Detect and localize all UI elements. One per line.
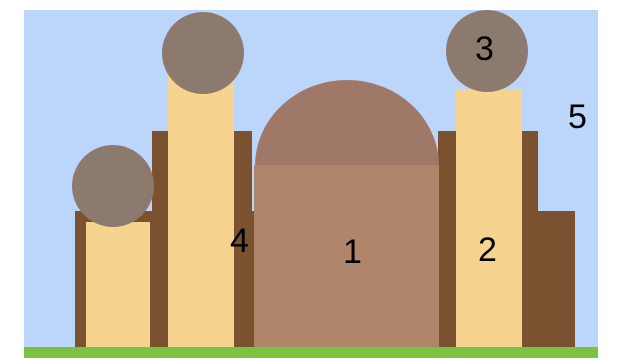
label-3: 3 [475,32,494,66]
left-tower-dome [72,145,154,227]
label-2: 2 [478,233,497,267]
label-4: 4 [230,224,249,258]
left-tower [86,222,150,358]
label-5: 5 [568,100,587,134]
middle-tower [168,70,234,358]
label-1: 1 [343,235,362,269]
right-tower [456,89,522,358]
ground-strip [24,347,598,358]
middle-tower-dome [162,12,244,94]
